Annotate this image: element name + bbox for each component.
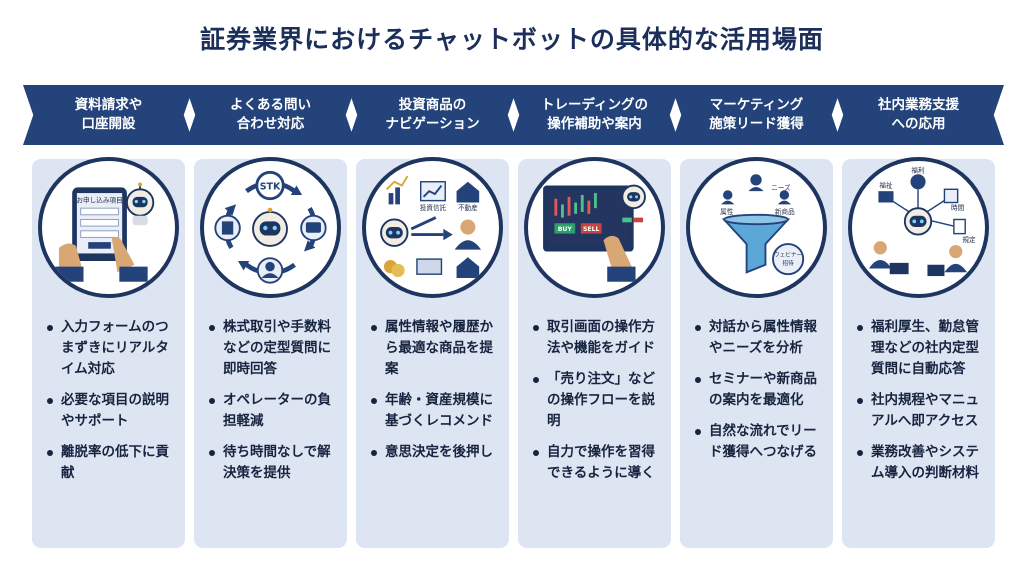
list-item: 入力フォームのつまずきにリアルタイム対応 bbox=[46, 317, 178, 380]
bullet-list: 株式取引や手数料などの定型質問に即時回答 オペレーターの負担軽減 待ち時間なしで… bbox=[208, 317, 340, 493]
use-case-account-opening: 資料請求や 口座開設 お申し込み項目 bbox=[23, 85, 194, 548]
list-item: オペレーターの負担軽減 bbox=[208, 390, 340, 432]
list-item: 対話から属性情報やニーズを分析 bbox=[694, 317, 826, 359]
page-title: 証券業界におけるチャットボットの具体的な活用場面 bbox=[200, 25, 824, 54]
bullet-list: 取引画面の操作方法や機能をガイド 「売り注文」などの操作フローを説明 自力で操作… bbox=[532, 317, 664, 493]
use-case-marketing-leads: マーケティング 施策リード獲得 ニーズ 属性 新商品 ウェビナー bbox=[671, 85, 842, 548]
social-welfare-label: 福祉 bbox=[879, 180, 893, 189]
needs-label: ニーズ bbox=[771, 183, 791, 192]
list-item: 自力で操作を習得できるように導く bbox=[532, 442, 664, 484]
bullet-list: 属性情報や履歴から最適な商品を提案 年齢・資産規模に基づくレコメンド 意思決定を… bbox=[370, 317, 502, 473]
column-header: 資料請求や 口座開設 bbox=[23, 85, 194, 145]
column-card: STK 株式取引や手数料などの定型質問に即時回答 オペレー bbox=[194, 157, 347, 548]
webinar-label: ウェビナー bbox=[774, 250, 803, 258]
new-product-label: 新商品 bbox=[775, 207, 795, 216]
trading-screen-icon: BUY SELL bbox=[524, 157, 665, 298]
list-item: 待ち時間なしで解決策を提供 bbox=[208, 442, 340, 484]
lead-funnel-icon: ニーズ 属性 新商品 ウェビナー 招待 bbox=[686, 157, 827, 298]
list-item: 株式取引や手数料などの定型質問に即時回答 bbox=[208, 317, 340, 380]
regulation-label: 規定 bbox=[962, 235, 976, 244]
buy-label: BUY bbox=[558, 226, 573, 233]
column-header: マーケティング 施策リード獲得 bbox=[671, 85, 842, 145]
column-header: 投資商品の ナビゲーション bbox=[347, 85, 518, 145]
column-card: 福利 福祉 時間 規定 bbox=[842, 157, 995, 548]
list-item: 属性情報や履歴から最適な商品を提案 bbox=[370, 317, 502, 380]
form-title-text: お申し込み項目 bbox=[76, 196, 122, 205]
list-item: 必要な項目の説明やサポート bbox=[46, 390, 178, 432]
product-navigation-icon: 投資信託 不動産 bbox=[362, 157, 503, 298]
list-item: 取引画面の操作方法や機能をガイド bbox=[532, 317, 664, 359]
bullet-list: 福利厚生、勤怠管理などの社内定型質問に自動応答 社内規程やマニュアルへ即アクセス… bbox=[856, 317, 988, 493]
use-case-product-navigation: 投資商品の ナビゲーション 投資信託 不動産 bbox=[347, 85, 518, 548]
faq-cycle-icon: STK bbox=[200, 157, 341, 298]
column-header: トレーディングの 操作補助や案内 bbox=[509, 85, 680, 145]
bullet-list: 対話から属性情報やニーズを分析 セミナーや新商品の案内を最適化 自然な流れでリー… bbox=[694, 317, 826, 473]
use-case-trading-support: トレーディングの 操作補助や案内 BUY SELL bbox=[509, 85, 680, 548]
list-item: 年齢・資産規模に基づくレコメンド bbox=[370, 390, 502, 432]
column-card: BUY SELL 取引画面の操作方法や機能をガイド 「売り注文」などの操作フロー… bbox=[518, 157, 671, 548]
column-header: よくある問い 合わせ対応 bbox=[185, 85, 356, 145]
column-card: 投資信託 不動産 bbox=[356, 157, 509, 548]
welfare-label: 福利 bbox=[911, 165, 925, 174]
time-label: 時間 bbox=[951, 204, 965, 212]
stk-label: STK bbox=[260, 181, 281, 192]
sell-label: SELL bbox=[583, 226, 599, 233]
list-item: 業務改善やシステム導入の判断材料 bbox=[856, 442, 988, 484]
invite-label: 招待 bbox=[782, 259, 794, 267]
list-item: 社内規程やマニュアルへ即アクセス bbox=[856, 390, 988, 432]
list-item: 自然な流れでリード獲得へつなげる bbox=[694, 421, 826, 463]
real-estate-label: 不動産 bbox=[458, 203, 478, 212]
list-item: 離脱率の低下に貢献 bbox=[46, 442, 178, 484]
column-card: ニーズ 属性 新商品 ウェビナー 招待 対話から属性情報やニーズを分析 セミナー… bbox=[680, 157, 833, 548]
use-case-faq: よくある問い 合わせ対応 STK bbox=[185, 85, 356, 548]
investment-trust-label: 投資信託 bbox=[420, 203, 447, 212]
list-item: 福利厚生、勤怠管理などの社内定型質問に自動応答 bbox=[856, 317, 988, 380]
column-header: 社内業務支援 への応用 bbox=[833, 85, 1004, 145]
attribute-label: 属性 bbox=[720, 207, 734, 216]
list-item: 意思決定を後押し bbox=[370, 442, 502, 463]
list-item: 「売り注文」などの操作フローを説明 bbox=[532, 369, 664, 432]
tablet-form-icon: お申し込み項目 bbox=[38, 157, 179, 298]
bullet-list: 入力フォームのつまずきにリアルタイム対応 必要な項目の説明やサポート 離脱率の低… bbox=[46, 317, 178, 493]
list-item: セミナーや新商品の案内を最適化 bbox=[694, 369, 826, 411]
column-card: お申し込み項目 bbox=[32, 157, 185, 548]
internal-support-icon: 福利 福祉 時間 規定 bbox=[848, 157, 989, 298]
use-case-internal-support: 社内業務支援 への応用 福利 福祉 時間 規定 bbox=[833, 85, 1004, 548]
